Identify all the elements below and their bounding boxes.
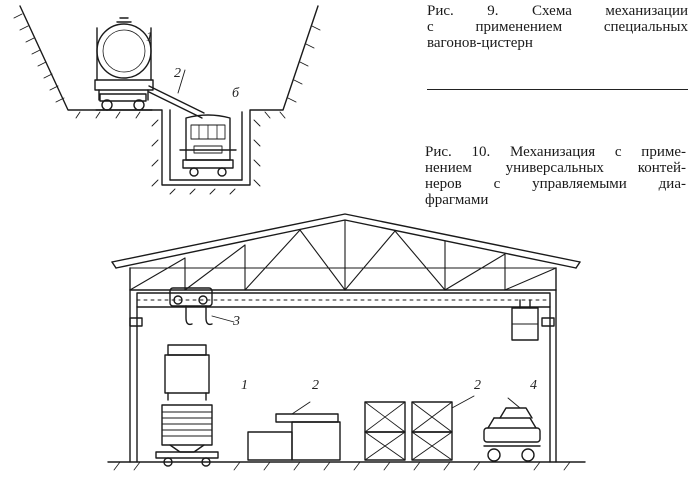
fig10-label-4: 4	[530, 378, 537, 393]
fig10-label-2-left: 2	[312, 378, 319, 393]
fig9-label-1: 1	[146, 30, 153, 45]
caption-9-line: вагонов-цистерн	[427, 35, 533, 51]
fig10-container-stack-1	[155, 344, 219, 467]
fig10-columns	[129, 289, 557, 463]
fig10-label-2-right: 2	[474, 378, 481, 393]
caption-9-line: с применением специальных	[427, 19, 688, 35]
caption-10-line: неров с управляемыми диа-	[425, 176, 686, 192]
fig10-roof-truss	[111, 213, 581, 291]
fig10-label-1: 1	[241, 378, 248, 393]
fig9-discharge-pipe	[148, 69, 205, 119]
fig9-label-b: б	[232, 86, 240, 101]
fig10-crane-beam	[129, 292, 555, 327]
fig10-low-containers	[247, 401, 341, 461]
fig9-label-2: 2	[174, 66, 181, 81]
caption-divider	[427, 89, 688, 90]
caption-10-line: нением универсальных контей-	[425, 160, 686, 176]
caption-10-line: фрагмами	[425, 192, 489, 208]
fig9-receiving-vehicle	[179, 114, 237, 177]
caption-10-line: Рис. 10. Механизация с приме-	[425, 144, 686, 160]
fig10-floor	[107, 461, 586, 471]
figure-9-caption: Рис. 9. Схема механизации с применением …	[427, 3, 688, 51]
fig10-label-3: 3	[233, 314, 240, 329]
fig10-forklift-vehicle	[483, 397, 541, 462]
fig10-crates	[364, 395, 475, 461]
fig10-crane-trolley	[169, 287, 235, 326]
fig9-trench	[13, 5, 321, 195]
figure-10-caption: Рис. 10. Механизация с приме- нением уни…	[425, 144, 686, 208]
caption-9-line: Рис. 9. Схема механизации	[427, 3, 688, 19]
fig10-suspended-container	[511, 299, 539, 341]
fig9-tank-wagon	[94, 17, 154, 111]
